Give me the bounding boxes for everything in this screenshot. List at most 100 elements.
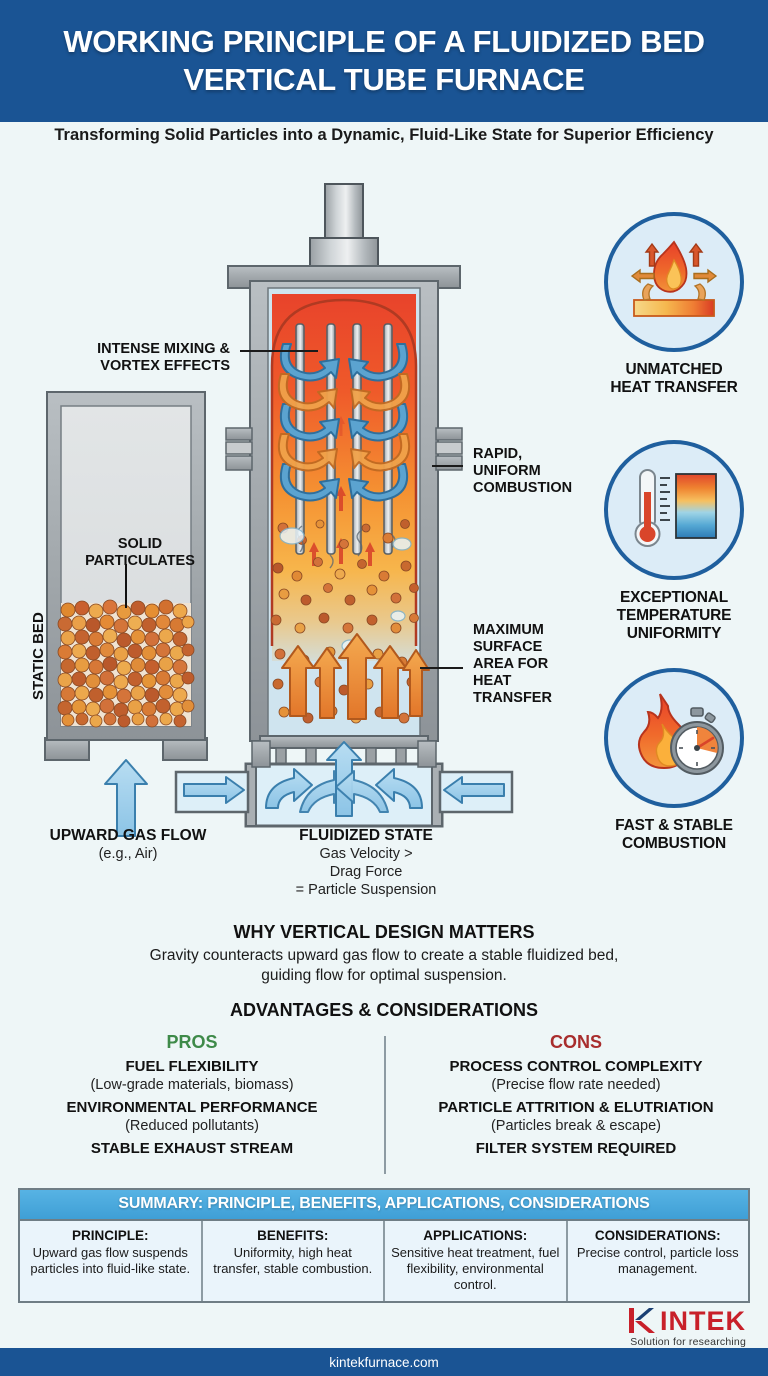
callout-max-surface-area: MAXIMUM SURFACE AREA FOR HEAT TRANSFER xyxy=(473,622,583,707)
badge-2-line3: UNIFORMITY xyxy=(626,625,722,642)
leader-lines xyxy=(240,350,463,669)
callout-max-surface-line4: HEAT xyxy=(473,673,512,689)
cons-column: CONS PROCESS CONTROL COMPLEXITY (Precise… xyxy=(384,1032,768,1182)
badge-caption-3: FAST & STABLE COMBUSTION xyxy=(580,817,768,853)
pros-item-0-title: FUEL FLEXIBILITY xyxy=(125,1058,259,1075)
badge-circle-3 xyxy=(604,668,744,808)
kintek-logo: INTEK xyxy=(629,1306,746,1335)
footer-website: kintekfurnace.com xyxy=(329,1354,439,1370)
badge-caption-2: EXCEPTIONAL TEMPERATURE UNIFORMITY xyxy=(580,589,768,643)
callout-intense-mixing-line1: INTENSE MIXING & xyxy=(97,341,230,357)
badge-fast-stable-combustion: FAST & STABLE COMBUSTION xyxy=(580,668,768,853)
badge-1-line2: HEAT TRANSFER xyxy=(610,379,738,396)
cons-item-0-sub: (Precise flow rate needed) xyxy=(491,1077,661,1093)
vortex-arrows-blue xyxy=(279,343,409,502)
kintek-k-icon xyxy=(629,1308,655,1333)
static-bed-vessel xyxy=(44,391,208,837)
furnace-diagram: STATIC BED INTENSE MIXING & VORTEX EFFEC… xyxy=(0,176,768,916)
why-line2: guiding flow for optimal suspension. xyxy=(261,967,507,984)
callout-rapid-line1: RAPID, xyxy=(473,446,523,462)
cons-item-1-sub: (Particles break & escape) xyxy=(490,1118,662,1134)
page-header: WORKING PRINCIPLE OF A FLUIDIZED BED VER… xyxy=(0,0,768,122)
pros-cons-columns: PROS FUEL FLEXIBILITY (Low-grade materia… xyxy=(0,1032,768,1182)
summary-cell-3-title: CONSIDERATIONS: xyxy=(594,1228,721,1243)
furnace-schematic-svg xyxy=(44,183,514,837)
summary-cell-considerations: CONSIDERATIONS: Precise control, particl… xyxy=(567,1221,748,1301)
callout-solid-particulates-line1: SOLID xyxy=(117,536,163,552)
why-line1: Gravity counteracts upward gas flow to c… xyxy=(149,947,619,964)
why-vertical-section: WHY VERTICAL DESIGN MATTERS Gravity coun… xyxy=(0,922,768,986)
caption-upward-gas-flow: UPWARD GAS FLOW (e.g., Air) xyxy=(10,826,246,863)
caption-fluidized-title: FLUIDIZED STATE xyxy=(299,827,433,844)
summary-row: PRINCIPLE: Upward gas flow suspends part… xyxy=(20,1221,748,1301)
summary-table: SUMMARY: PRINCIPLE, BENEFITS, APPLICATIO… xyxy=(18,1188,750,1303)
pros-item-2-title: STABLE EXHAUST STREAM xyxy=(90,1140,294,1157)
summary-heading: SUMMARY: PRINCIPLE, BENEFITS, APPLICATIO… xyxy=(20,1190,748,1221)
summary-cell-0-title: PRINCIPLE: xyxy=(71,1228,149,1243)
flame-stopwatch-icon xyxy=(638,693,724,775)
cons-item-1-title: PARTICLE ATTRITION & ELUTRIATION xyxy=(438,1099,714,1116)
fluidized-furnace-vessel xyxy=(174,183,514,828)
static-particle-bed xyxy=(57,599,195,728)
badge-3-line1: FAST & STABLE xyxy=(615,817,733,834)
callout-rapid-line2: UNIFORM xyxy=(473,463,541,479)
callout-max-surface-line2: SURFACE xyxy=(473,639,543,655)
badge-unmatched-heat-transfer: UNMATCHED HEAT TRANSFER xyxy=(580,212,768,397)
badge-caption-1: UNMATCHED HEAT TRANSFER xyxy=(580,361,768,397)
page-subtitle: Transforming Solid Particles into a Dyna… xyxy=(54,126,714,144)
callout-intense-mixing: INTENSE MIXING & VORTEX EFFECTS xyxy=(60,341,230,375)
summary-cell-2-desc: Sensitive heat treatment, fuel flexibili… xyxy=(391,1245,560,1292)
pros-column: PROS FUEL FLEXIBILITY (Low-grade materia… xyxy=(0,1032,384,1182)
kintek-tagline: Solution for researching xyxy=(630,1336,746,1348)
summary-cell-principle: PRINCIPLE: Upward gas flow suspends part… xyxy=(20,1221,203,1301)
caption-fluidized-sub3: = Particle Suspension xyxy=(295,882,437,898)
why-heading: WHY VERTICAL DESIGN MATTERS xyxy=(233,922,535,942)
kintek-wordmark: INTEK xyxy=(660,1306,746,1336)
summary-cell-benefits: BENEFITS: Uniformity, high heat transfer… xyxy=(202,1221,385,1301)
summary-cell-0-desc: Upward gas flow suspends particles into … xyxy=(30,1245,191,1276)
page-title: WORKING PRINCIPLE OF A FLUIDIZED BED VER… xyxy=(63,24,705,97)
pros-item-1-sub: (Reduced pollutants) xyxy=(125,1118,259,1134)
badge-circle-2 xyxy=(604,440,744,580)
badge-circle-1 xyxy=(604,212,744,352)
badge-3-line2: COMBUSTION xyxy=(622,835,726,852)
thermometer-gradient-icon xyxy=(634,469,717,547)
plenum-flow-arrows xyxy=(265,741,423,817)
side-ports xyxy=(225,427,463,471)
callout-rapid-uniform-combustion: RAPID, UNIFORM COMBUSTION xyxy=(473,446,593,497)
summary-cell-3-desc: Precise control, particle loss managemen… xyxy=(576,1245,739,1276)
vortex-arrows-orange xyxy=(277,373,411,472)
upward-gas-arrow xyxy=(104,759,148,837)
badge-2-line2: TEMPERATURE xyxy=(616,607,732,624)
inlet-arrows xyxy=(183,776,505,804)
static-bed-label: STATIC BED xyxy=(30,612,47,700)
pros-item-1-title: ENVIRONMENTAL PERFORMANCE xyxy=(66,1099,318,1116)
callout-max-surface-line3: AREA FOR xyxy=(473,656,549,672)
caption-upward-title: UPWARD GAS FLOW xyxy=(49,827,207,844)
badge-2-line1: EXCEPTIONAL xyxy=(619,589,729,606)
pros-cons-divider xyxy=(384,1036,386,1174)
callout-solid-particulates-line2: PARTICULATES xyxy=(85,553,195,569)
callout-solid-particulates: SOLID PARTICULATES xyxy=(80,536,200,570)
callout-rapid-line3: COMBUSTION xyxy=(473,480,573,496)
callout-max-surface-line5: TRANSFER xyxy=(473,690,552,706)
callout-max-surface-line1: MAXIMUM xyxy=(473,622,544,638)
summary-cell-1-desc: Uniformity, high heat transfer, stable c… xyxy=(213,1245,373,1276)
fluidization-arrows xyxy=(281,633,430,720)
summary-cell-applications: APPLICATIONS: Sensitive heat treatment, … xyxy=(385,1221,568,1301)
flame-heat-transfer-icon xyxy=(630,240,718,317)
badge-exceptional-temperature-uniformity: EXCEPTIONAL TEMPERATURE UNIFORMITY xyxy=(580,440,768,643)
cons-item-0-title: PROCESS CONTROL COMPLEXITY xyxy=(449,1058,703,1075)
cons-title: CONS xyxy=(549,1032,602,1052)
badge-1-line1: UNMATCHED xyxy=(625,361,723,378)
caption-fluidized-sub2: Drag Force xyxy=(329,864,403,880)
cons-item-2-title: FILTER SYSTEM REQUIRED xyxy=(475,1140,677,1157)
advantages-heading: ADVANTAGES & CONSIDERATIONS xyxy=(229,1000,538,1020)
callout-intense-mixing-line2: VORTEX EFFECTS xyxy=(100,358,230,374)
footer-bar: kintekfurnace.com xyxy=(0,1348,768,1376)
summary-cell-2-title: APPLICATIONS: xyxy=(423,1228,528,1243)
pros-title: PROS xyxy=(166,1032,218,1052)
summary-cell-1-title: BENEFITS: xyxy=(257,1228,329,1243)
caption-fluidized-sub1: Gas Velocity > xyxy=(319,846,413,862)
